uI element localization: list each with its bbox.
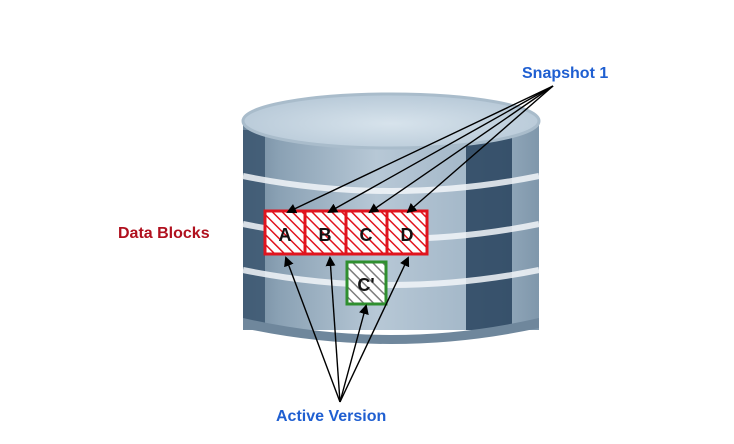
block-label-c: C <box>360 225 373 245</box>
block-label-d: D <box>401 225 414 245</box>
active-version-arrows <box>284 256 410 403</box>
snapshot-arrow-b <box>327 85 554 213</box>
storage-cylinder <box>241 92 541 344</box>
data-blocks-label: Data Blocks <box>118 225 210 242</box>
active-arrow-d <box>339 256 410 403</box>
block-label-a: A <box>279 225 292 245</box>
active-arrow-b <box>325 256 341 403</box>
snapshot-arrows <box>286 85 554 214</box>
snapshot-arrow-c <box>368 85 554 214</box>
snapshot-arrow-a <box>286 85 554 214</box>
snapshot-arrow-d <box>406 85 554 214</box>
snapshot-label: Snapshot 1 <box>522 65 608 82</box>
data-blocks-group: A B C D C' <box>263 209 429 306</box>
modified-block-c-prime: C' <box>345 260 388 306</box>
block-label-b: B <box>319 225 332 245</box>
block-label-c-prime: C' <box>357 275 374 295</box>
data-block-b: B <box>303 209 348 256</box>
data-block-d: D <box>385 209 429 256</box>
active-arrow-c-prime <box>339 304 369 403</box>
active-arrow-a <box>284 256 341 403</box>
active-version-label: Active Version <box>276 408 386 425</box>
data-block-a: A <box>263 209 307 256</box>
data-block-c: C <box>344 209 389 256</box>
